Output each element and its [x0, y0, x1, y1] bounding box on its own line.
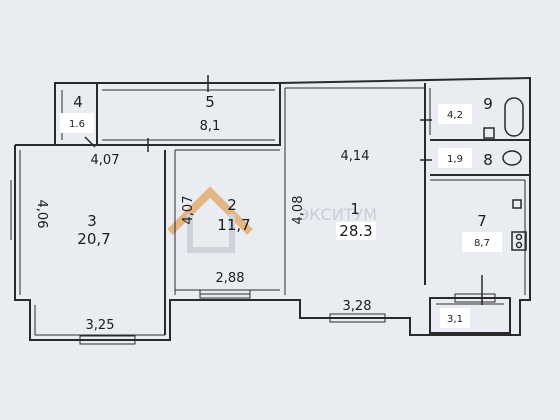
watermark-roof-icon	[167, 186, 253, 235]
watermark-logo: ЭКСИТУМ	[167, 186, 377, 253]
dim-room1-bottom: 3,28	[343, 299, 372, 314]
room-1-area: 28.3	[339, 222, 372, 240]
balcony-area: 3,1	[447, 314, 463, 325]
kitchen-sink-icon	[512, 199, 522, 209]
dim-room3-bottom: 3,25	[86, 318, 115, 333]
room-2-area: 11,7	[217, 216, 250, 234]
room-3-area: 20,7	[77, 230, 110, 248]
toilet-icon	[502, 150, 522, 166]
dim-room1-top: 4,14	[341, 149, 370, 164]
room-5-area: 8,1	[200, 119, 221, 134]
stove-burner-2-icon	[515, 241, 523, 249]
room-1-number: 1	[350, 200, 360, 218]
area-boxes	[60, 104, 502, 328]
door-marks	[84, 75, 483, 305]
sink-icon	[483, 127, 495, 139]
room-9-number: 9	[483, 95, 493, 113]
dim-room3-left: 4,06	[34, 200, 49, 229]
wall-right-block	[279, 76, 531, 336]
room-1-area-box	[336, 222, 376, 240]
room-7-area-box	[462, 232, 502, 252]
bathtub-icon	[504, 97, 524, 137]
fixtures	[483, 97, 527, 251]
room-4-number: 4	[73, 93, 83, 111]
room-9-area: 4,2	[447, 110, 463, 121]
room-5-number: 5	[205, 93, 215, 111]
room-7-number: 7	[477, 212, 487, 230]
dimension-labels: 4,07 4,06 3,25 4,07 2,88 4,14 4,08 3,28	[34, 149, 371, 333]
window-room7	[454, 293, 496, 303]
room-3-number: 3	[87, 212, 97, 230]
watermark-text: ЭКСИТУМ	[298, 205, 377, 224]
room-9-area-box	[438, 104, 472, 124]
stove-burner-icon	[515, 233, 523, 241]
wall-balcony	[429, 297, 511, 334]
room-areas: 28.3 11,7 20,7 1.6 8,1 8,7 1,9 4,2 3,1	[69, 110, 490, 325]
watermark-house-icon	[187, 214, 235, 253]
walls	[14, 76, 531, 341]
room-8-area: 1,9	[447, 154, 463, 165]
dim-room3-top: 4,07	[91, 153, 120, 168]
room-numbers: 1 2 3 4 5 7 8 9	[73, 93, 493, 230]
room-7-area: 8,7	[474, 238, 490, 249]
room-4-area-box	[60, 113, 94, 133]
room-2-number: 2	[227, 196, 237, 214]
stove-icon	[511, 231, 527, 251]
room-8-number: 8	[483, 151, 493, 169]
dim-room2-left: 4,07	[181, 196, 196, 225]
windows	[10, 180, 496, 345]
dim-room1-left: 4,08	[291, 196, 306, 225]
door-mark-room4	[84, 136, 96, 148]
dim-room2-bottom: 2,88	[216, 271, 245, 286]
wall-left-outer	[14, 145, 280, 341]
balcony-area-box	[440, 308, 470, 328]
room-4-area: 1.6	[69, 119, 85, 130]
room-8-area-box	[438, 148, 472, 168]
